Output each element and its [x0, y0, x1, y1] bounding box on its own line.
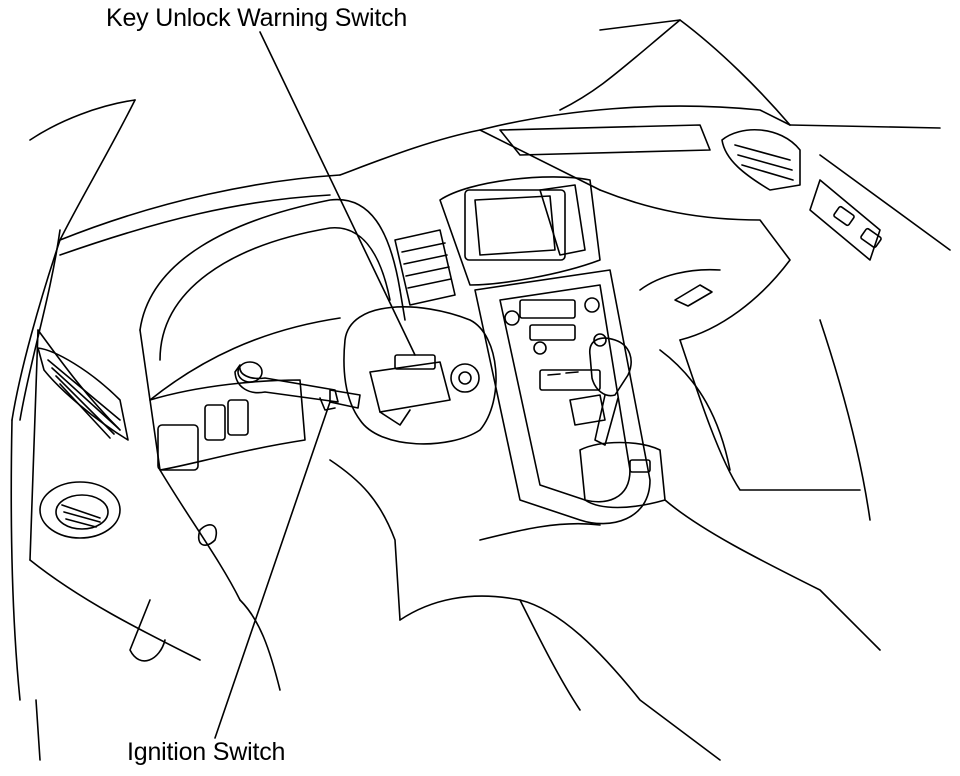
instrument-cluster [139, 198, 406, 401]
turn-signal-stalk [234, 361, 339, 411]
audio-unit-icon [539, 369, 601, 391]
lower-knob-icon [197, 524, 218, 546]
glovebox-handle-icon [674, 284, 713, 307]
right-air-vent-icon [721, 129, 801, 191]
navigation-display-icon [464, 189, 566, 261]
panel-button-1 [157, 424, 199, 471]
callout-leaders [214, 31, 416, 739]
leader-key-unlock [259, 31, 416, 356]
climate-knob-right-icon [584, 297, 600, 313]
left-air-vent-icon [37, 347, 129, 441]
ignition-switch-label: Ignition Switch [127, 738, 286, 766]
lower-console [239, 459, 881, 761]
left-switch-panel [129, 379, 306, 662]
ignition-key-cylinder-icon [450, 363, 480, 393]
center-vents-icon [394, 184, 586, 306]
climate-knob-left-icon [504, 310, 520, 326]
passenger-side [599, 129, 882, 521]
climate-control-display [519, 299, 576, 319]
leader-ignition [214, 401, 331, 739]
steering-column [329, 306, 497, 445]
left-door [10, 99, 201, 761]
key-unlock-warning-switch-label: Key Unlock Warning Switch [106, 4, 408, 32]
panel-button-3 [227, 399, 249, 436]
panel-button-2 [204, 404, 226, 441]
dashboard-top [59, 105, 791, 401]
center-stack [439, 176, 651, 525]
side-speaker-icon [39, 481, 121, 539]
